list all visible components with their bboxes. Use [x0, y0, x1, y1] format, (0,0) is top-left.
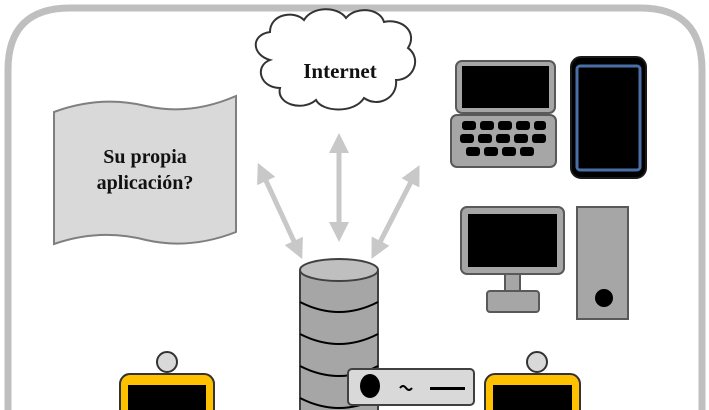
laptop-icon — [450, 60, 557, 168]
arrow-document-database — [257, 162, 303, 260]
desktop-monitor-icon — [460, 206, 565, 313]
yellow-tag-device-right — [484, 351, 581, 410]
cloud-icon: Internet — [254, 8, 417, 111]
document-icon: Su propia aplicación? — [53, 94, 237, 246]
yellow-tag-device-left — [119, 351, 215, 410]
cloud-label: Internet — [303, 59, 376, 83]
arrow-devices-database — [371, 165, 420, 259]
device-box-icon — [347, 368, 475, 406]
phone-icon — [570, 56, 647, 179]
outer-frame — [4, 4, 706, 410]
document-label-line2: aplicación? — [97, 172, 194, 194]
computer-tower-icon — [576, 206, 629, 320]
document-label-line1: Su propia — [103, 146, 187, 168]
